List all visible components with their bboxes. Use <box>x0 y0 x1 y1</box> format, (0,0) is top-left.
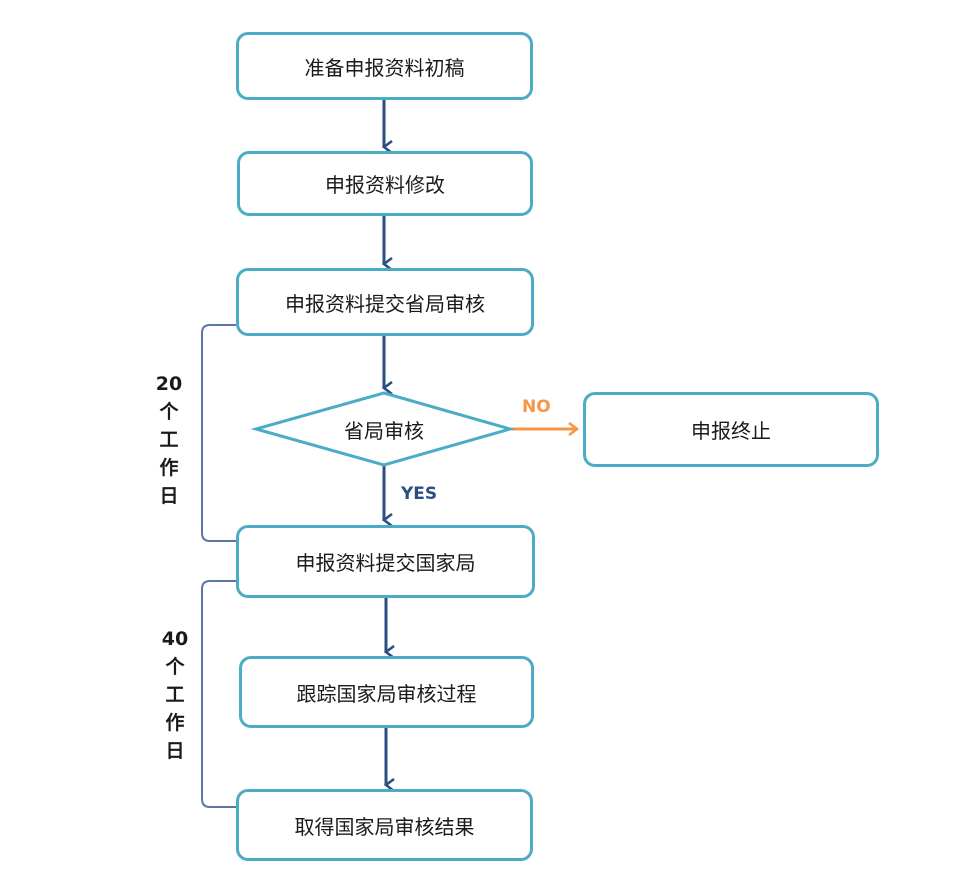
step-obtain-result: 取得国家局审核结果 <box>236 789 533 861</box>
decision-label: 省局审核 <box>300 410 468 448</box>
duration-number: 20 <box>155 373 183 395</box>
duration-char: 工 <box>159 429 179 451</box>
terminate-box: 申报终止 <box>583 392 879 467</box>
no-label: NO <box>522 397 551 417</box>
step-label: 申报资料提交省局审核 <box>285 291 485 316</box>
duration-char: 日 <box>165 740 185 762</box>
step-track-national-review: 跟踪国家局审核过程 <box>239 656 534 728</box>
step-submit-national: 申报资料提交国家局 <box>236 525 535 598</box>
yes-label: YES <box>401 484 438 504</box>
decision-diamond <box>250 391 516 467</box>
step-label: 取得国家局审核结果 <box>294 814 475 839</box>
duration-char: 作 <box>165 712 185 734</box>
decision-text: 省局审核 <box>344 418 424 443</box>
duration-char: 工 <box>165 684 185 706</box>
step-label: 准备申报资料初稿 <box>304 55 465 80</box>
step-label: 申报资料提交国家局 <box>295 551 476 575</box>
duration-char: 作 <box>159 457 179 479</box>
duration-char: 个 <box>165 656 185 678</box>
duration-char: 个 <box>159 401 179 423</box>
step-label: 跟踪国家局审核过程 <box>296 681 477 706</box>
duration-bracket-40 <box>201 580 236 808</box>
step-prepare-draft: 准备申报资料初稿 <box>236 32 533 100</box>
step-label: 申报资料修改 <box>325 173 445 197</box>
step-revise-materials: 申报资料修改 <box>237 151 533 216</box>
duration-number: 40 <box>161 628 189 650</box>
step-submit-provincial: 申报资料提交省局审核 <box>236 268 534 336</box>
duration-bracket-20 <box>201 324 236 542</box>
duration-char: 日 <box>159 485 179 507</box>
duration-label-40: 40 个 工 作 日 <box>155 625 195 765</box>
terminate-label: 申报终止 <box>691 419 771 443</box>
duration-label-20: 20 个 工 作 日 <box>149 370 189 510</box>
